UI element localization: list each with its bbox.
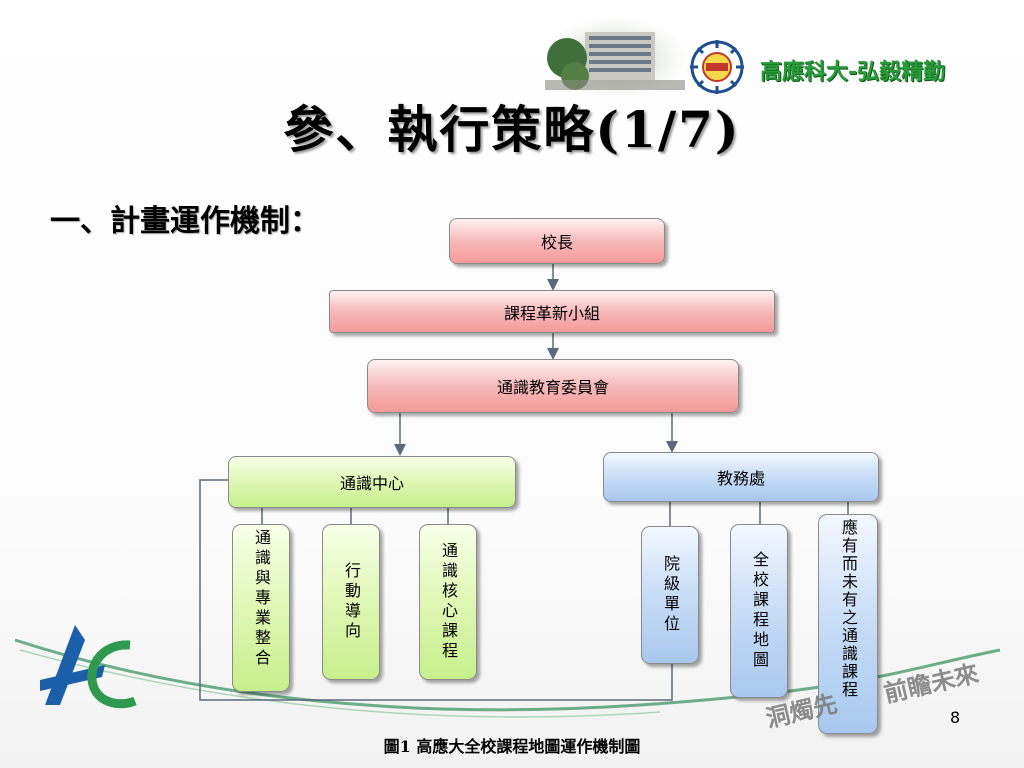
swoosh-curve	[14, 638, 1001, 712]
university-seal-icon	[690, 40, 744, 94]
node-missing-courses-label: 應有而未有之通識課程	[839, 519, 858, 699]
node-general-education-committee: 通識教育委員會	[367, 359, 739, 413]
node-college-units: 院級單位	[641, 526, 699, 664]
node-general-education-center: 通識中心	[228, 456, 516, 508]
node-integration: 通識與專業整合	[232, 524, 290, 692]
section-subtitle: 一、計畫運作機制：	[50, 204, 320, 239]
figure-caption: 圖1 高應大全校課程地圖運作機制圖	[383, 737, 641, 756]
feedback-loop-line	[199, 479, 673, 701]
node-curriculum-map-label: 全校課程地圖	[750, 551, 769, 671]
node-action-oriented-label: 行動導向	[342, 562, 361, 642]
node-academic-affairs-office-label: 教務處	[716, 469, 765, 488]
node-core-curriculum: 通識核心課程	[419, 524, 477, 680]
campus-photo	[545, 18, 685, 96]
node-president: 校長	[449, 218, 665, 264]
slide-title: 參、執行策略(1/7)	[283, 100, 741, 159]
swoosh-curve-thin	[19, 649, 661, 718]
node-action-oriented: 行動導向	[322, 524, 380, 680]
node-general-education-committee-label: 通識教育委員會	[496, 378, 609, 397]
node-missing-courses: 應有而未有之通識課程	[818, 514, 878, 734]
node-curriculum-map: 全校課程地圖	[730, 524, 788, 698]
node-college-units-label: 院級單位	[661, 555, 680, 635]
node-president-label: 校長	[540, 233, 573, 252]
node-curriculum-reform-group-label: 課程革新小組	[503, 303, 600, 323]
school-logo-icon	[40, 625, 137, 709]
node-academic-affairs-office: 教務處	[603, 452, 879, 502]
node-integration-label: 通識與專業整合	[252, 529, 271, 669]
page-number: 8	[950, 708, 961, 727]
node-general-education-center-label: 通識中心	[339, 474, 404, 493]
brand-slogan: 高應科大-弘毅精勤	[760, 60, 946, 85]
node-curriculum-reform-group: 課程革新小組	[329, 290, 775, 333]
node-core-curriculum-label: 通識核心課程	[439, 542, 458, 662]
